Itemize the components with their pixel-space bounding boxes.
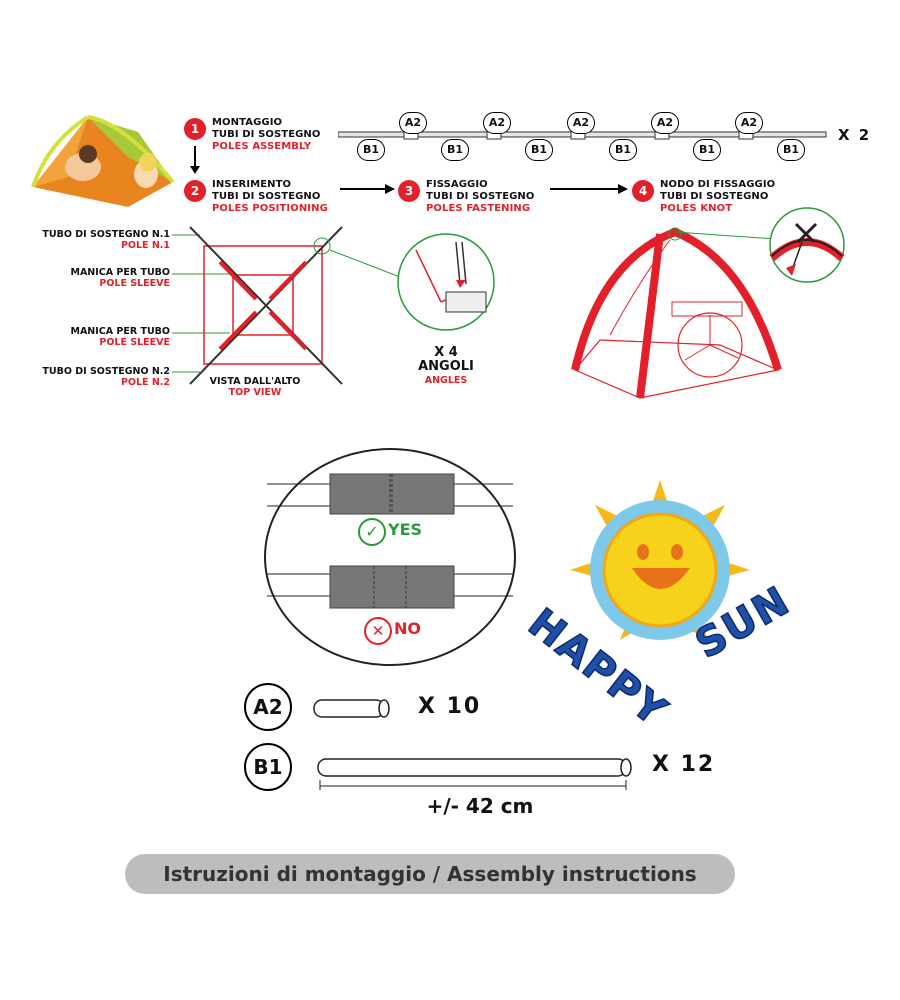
- label-sleeve-2: MANICA PER TUBO POLE SLEEVE: [0, 326, 170, 348]
- tent-photo: [31, 115, 175, 207]
- step-4-number: 4: [632, 180, 654, 202]
- step-1-title-it-1: MONTAGGIO: [212, 117, 283, 128]
- step-2-title-it-1: INSERIMENTO: [212, 179, 292, 190]
- step-4-title: NODO DI FISSAGGIO TUBI DI SOSTEGNO POLES…: [660, 179, 775, 215]
- label-pole-1: TUBO DI SOSTEGNO N.1 POLE N.1: [0, 229, 170, 251]
- yes-label: YES: [388, 520, 423, 539]
- chain-a2-tag-3: A2: [567, 112, 595, 134]
- label-pole-2-en: POLE N.2: [120, 377, 170, 388]
- step-3-number: 3: [398, 180, 420, 202]
- step-3-title-en: POLES FASTENING: [426, 203, 531, 214]
- label-pole-1-it: TUBO DI SOSTEGNO N.1: [42, 229, 170, 240]
- footer-title: Istruzioni di montaggio / Assembly instr…: [125, 854, 735, 894]
- step-2-title-it-2: TUBI DI SOSTEGNO: [212, 191, 321, 202]
- chain-b1-tag-1: B1: [357, 139, 385, 161]
- step-4-title-en: POLES KNOT: [660, 203, 733, 214]
- step-1-number: 1: [184, 118, 206, 140]
- chain-a2-tag-5: A2: [735, 112, 763, 134]
- chain-a2-tag-1: A2: [399, 112, 427, 134]
- label-sleeve-2-it: MANICA PER TUBO: [70, 326, 170, 337]
- step-3-title: FISSAGGIO TUBI DI SOSTEGNO POLES FASTENI…: [426, 179, 535, 215]
- step-1-title: MONTAGGIO TUBI DI SOSTEGNO POLES ASSEMBL…: [212, 117, 321, 153]
- angles-block: X 4 ANGOLI ANGLES: [396, 346, 496, 388]
- chain-b1-tag-3: B1: [525, 139, 553, 161]
- top-view-diagram: [172, 226, 400, 385]
- connector-check-ellipse: [264, 448, 516, 666]
- label-sleeve-2-en: POLE SLEEVE: [99, 337, 170, 348]
- label-pole-2: TUBO DI SOSTEGNO N.2 POLE N.2: [0, 366, 170, 388]
- step-3-title-it-2: TUBI DI SOSTEGNO: [426, 191, 535, 202]
- chain-b1-tag-4: B1: [609, 139, 637, 161]
- happy-sun-logo: [570, 480, 750, 640]
- part-b1-tube: [317, 758, 632, 790]
- top-view-it: VISTA DALL'ALTO: [209, 376, 301, 387]
- step-1-title-en: POLES ASSEMBLY: [212, 141, 312, 152]
- down-arrow-icon: [190, 146, 200, 174]
- step-2-title-en: POLES POSITIONING: [212, 203, 328, 214]
- chain-multiplier: X 2: [838, 126, 872, 144]
- chain-b1-tag-6: B1: [777, 139, 805, 161]
- angles-it: ANGOLI: [418, 359, 474, 374]
- step-3-title-it-1: FISSAGGIO: [426, 179, 488, 190]
- step-1-title-it-2: TUBI DI SOSTEGNO: [212, 129, 321, 140]
- label-sleeve-1-it: MANICA PER TUBO: [70, 267, 170, 278]
- angles-count: X 4: [434, 345, 458, 360]
- knot-zoom: [769, 207, 845, 283]
- check-icon: ✓: [358, 518, 386, 546]
- label-sleeve-1-en: POLE SLEEVE: [99, 278, 170, 289]
- no-label: NO: [394, 619, 421, 638]
- part-b1-tag: B1: [244, 743, 292, 791]
- part-a2-qty: X 10: [418, 694, 482, 719]
- chain-b1-tag-5: B1: [693, 139, 721, 161]
- step-4-title-it-2: TUBI DI SOSTEGNO: [660, 191, 769, 202]
- label-pole-1-en: POLE N.1: [120, 240, 170, 251]
- part-b1-qty: X 12: [652, 752, 716, 777]
- corner-zoom: [397, 233, 495, 331]
- step-2-number: 2: [184, 180, 206, 202]
- chain-a2-tag-2: A2: [483, 112, 511, 134]
- cross-icon: ✕: [364, 617, 392, 645]
- step-4-title-it-1: NODO DI FISSAGGIO: [660, 179, 776, 190]
- right-arrow-icon: [550, 184, 628, 194]
- part-a2-tube: [313, 699, 390, 718]
- top-view-title: VISTA DALL'ALTO TOP VIEW: [200, 376, 310, 398]
- chain-b1-tag-2: B1: [441, 139, 469, 161]
- top-view-en: TOP VIEW: [228, 387, 282, 398]
- part-a2-tag: A2: [244, 683, 292, 731]
- right-arrow-icon: [340, 184, 395, 194]
- dome-tent-drawing: [571, 227, 790, 399]
- label-pole-2-it: TUBO DI SOSTEGNO N.2: [42, 366, 170, 377]
- label-sleeve-1: MANICA PER TUBO POLE SLEEVE: [0, 267, 170, 289]
- step-2-title: INSERIMENTO TUBI DI SOSTEGNO POLES POSIT…: [212, 179, 328, 215]
- angles-en: ANGLES: [424, 375, 468, 386]
- chain-a2-tag-4: A2: [651, 112, 679, 134]
- part-b1-length: +/- 42 cm: [426, 794, 534, 818]
